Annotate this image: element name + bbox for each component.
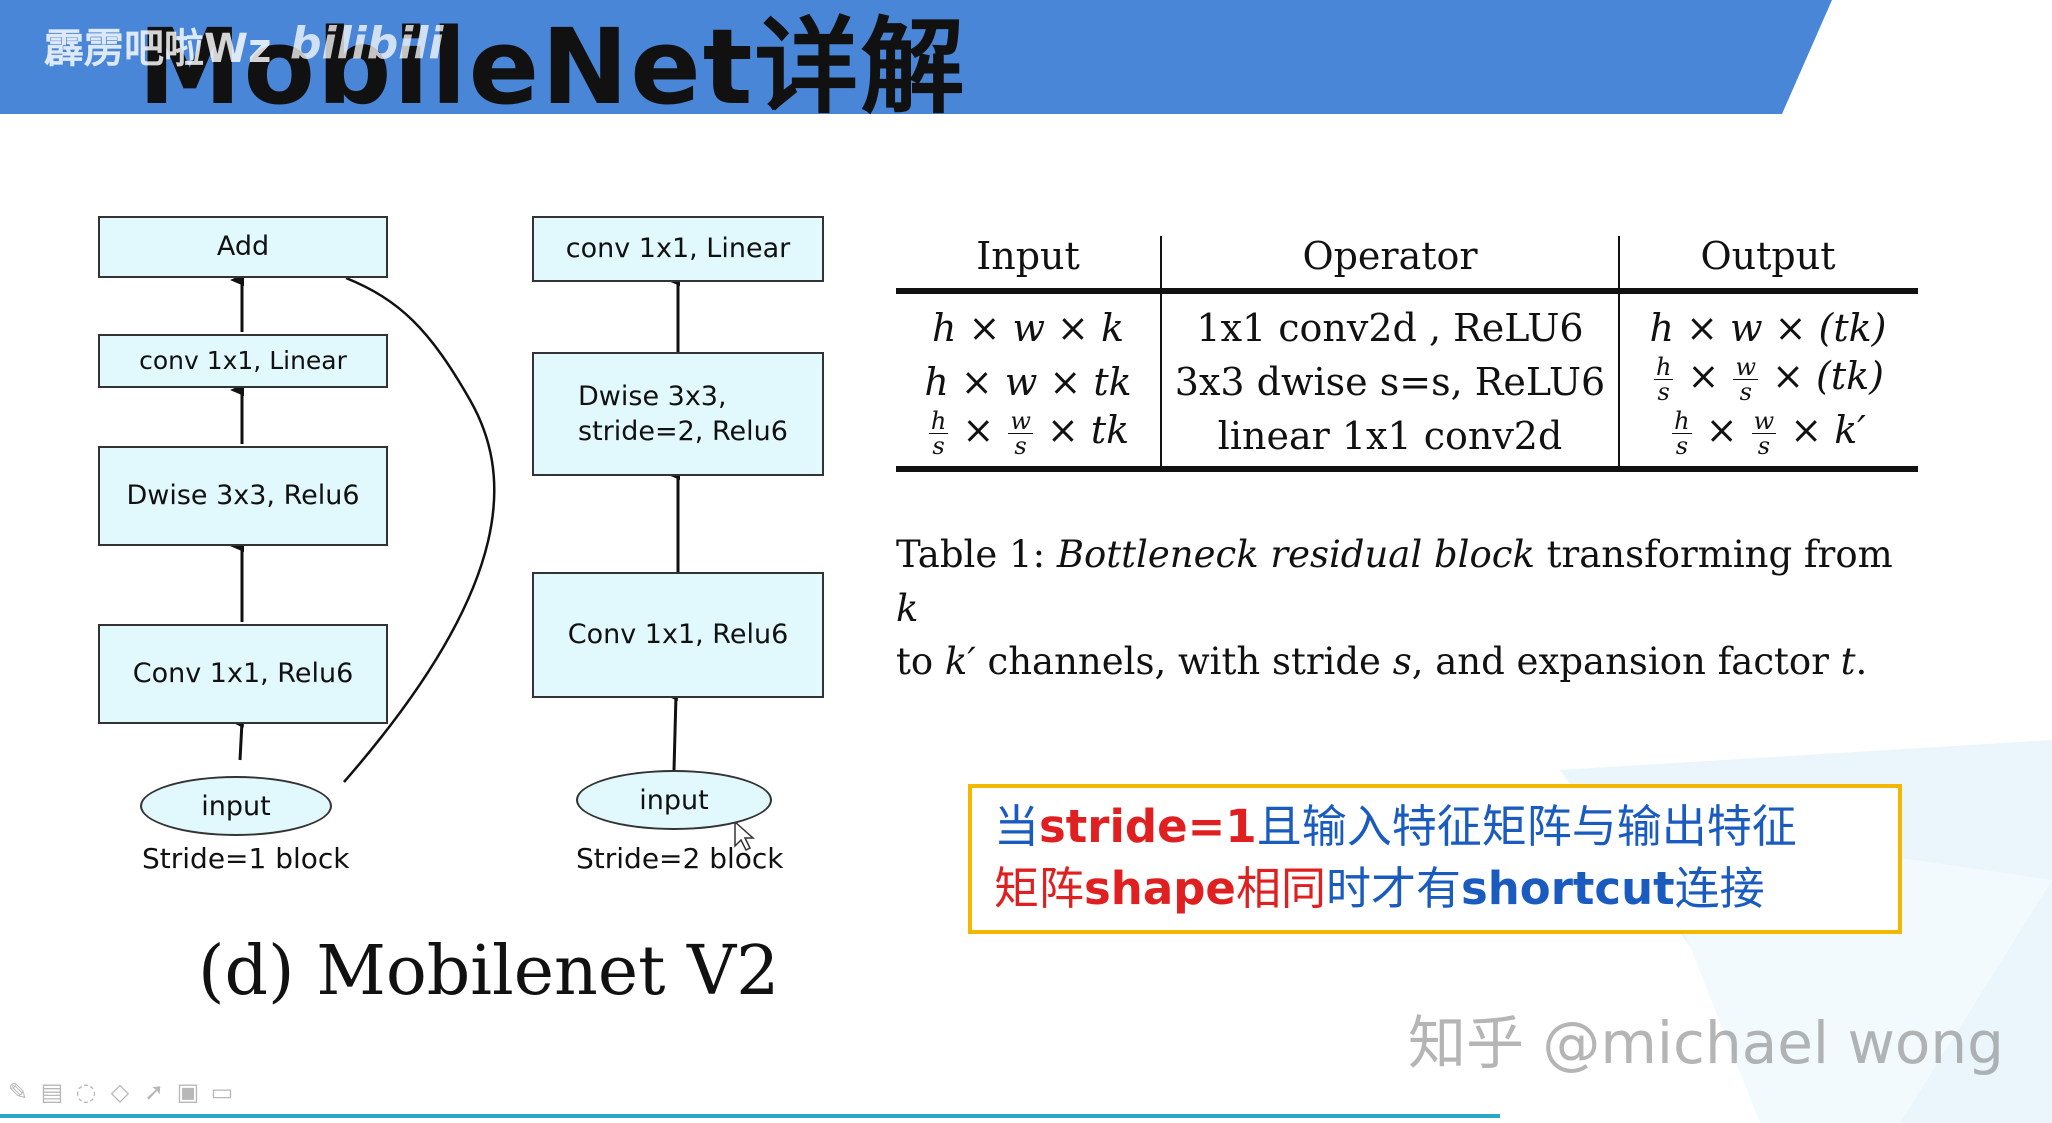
table-cell: h × w × (tk): [1649, 306, 1887, 350]
shortcut-note-box: 当stride=1且输入特征矩阵与输出特征 矩阵shape相同时才有shortc…: [968, 784, 1902, 934]
subfigure-caption: (d) Mobilenet V2: [198, 932, 780, 1011]
stride1-caption: Stride=1 block: [142, 842, 350, 875]
conv-relu-box: Conv 1x1, Relu6: [532, 572, 824, 698]
table-divider: [1160, 236, 1162, 470]
table-cell: 3x3 dwise s=s, ReLU6: [1174, 360, 1606, 404]
shape-icon[interactable]: ◇: [110, 1078, 130, 1106]
table-header-operator: Operator: [1302, 234, 1478, 278]
table-divider: [1618, 236, 1620, 470]
table-header-output: Output: [1700, 234, 1836, 278]
dwise-box: Dwise 3x3, Relu6: [98, 446, 388, 546]
table-top-rule: [896, 288, 1918, 294]
playback-progress-bar[interactable]: [0, 1114, 1500, 1118]
dwise-line2: stride=2, Relu6: [578, 416, 788, 447]
input-node: input: [576, 770, 772, 830]
table-cell: h × w × tk: [924, 360, 1132, 404]
input-node: input: [140, 776, 332, 836]
annotation-toolbar: ✎ ▤ ◌ ◇ ➚ ▣ ▭: [6, 1078, 234, 1106]
table-bottom-rule: [896, 466, 1918, 472]
pointer-icon[interactable]: ➚: [143, 1078, 165, 1106]
add-box: Add: [98, 216, 388, 278]
dwise-line1: Dwise 3x3,: [578, 380, 727, 412]
conv-relu-box: Conv 1x1, Relu6: [98, 624, 388, 724]
table-cell: h × w × k: [931, 306, 1125, 350]
zhihu-watermark: 知乎 @michael wong: [1408, 1009, 2004, 1077]
screen-icon[interactable]: ▭: [210, 1078, 234, 1106]
pen-icon[interactable]: ✎: [7, 1078, 29, 1106]
uploader-watermark: 霹雳吧啦Wz: [44, 26, 272, 72]
dwise-stride2-box: Dwise 3x3, stride=2, Relu6: [532, 352, 824, 476]
conv-linear-box: conv 1x1, Linear: [98, 334, 388, 388]
camera-icon[interactable]: ▣: [176, 1078, 200, 1106]
bilibili-logo: bilibili: [290, 18, 444, 69]
table-caption: Table 1: Bottleneck residual block trans…: [896, 533, 1893, 684]
title-banner: [0, 0, 2052, 114]
slide-title: MobileNet详解: [138, 6, 967, 128]
conv-linear-box: conv 1x1, Linear: [532, 216, 824, 282]
table-cell: linear 1x1 conv2d: [1217, 414, 1563, 458]
highlighter-icon[interactable]: ▤: [40, 1078, 64, 1106]
eraser-icon[interactable]: ◌: [75, 1078, 97, 1106]
stride2-caption: Stride=2 block: [576, 842, 784, 875]
table-cell: 1x1 conv2d , ReLU6: [1196, 306, 1584, 350]
table-header-input: Input: [976, 234, 1080, 278]
